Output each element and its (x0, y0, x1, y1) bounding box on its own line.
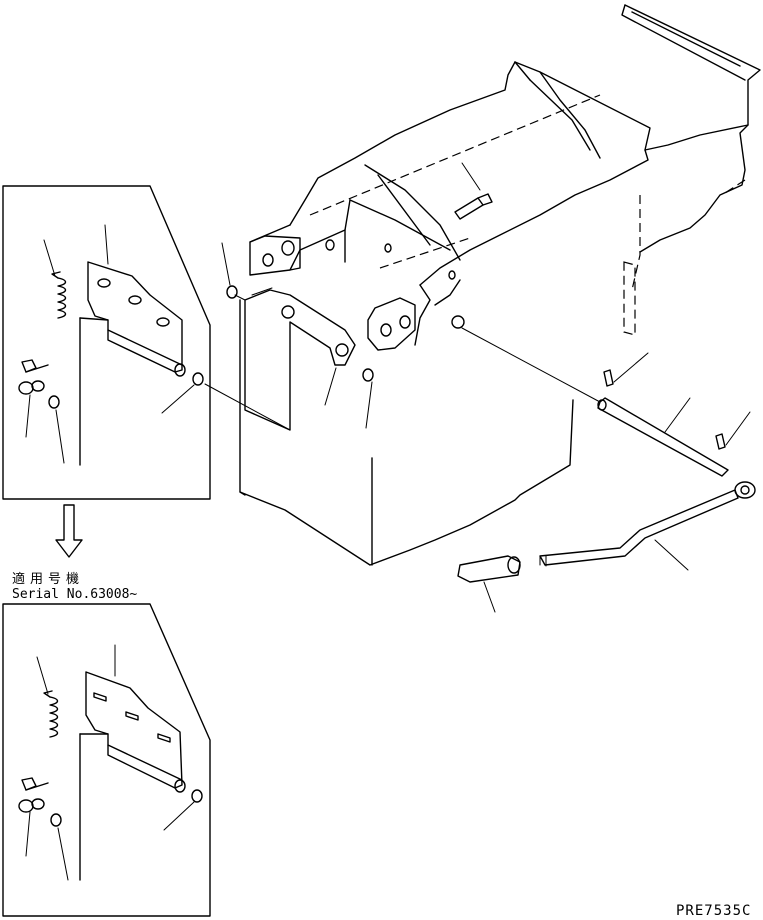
bolt (454, 162, 493, 220)
main-frame (239, 4, 761, 566)
spring (43, 239, 67, 319)
bolt (18, 777, 49, 857)
down-arrow-icon (55, 504, 83, 558)
washer (221, 242, 238, 299)
detail-inset-top (2, 185, 211, 500)
pin (603, 352, 649, 387)
applicable-serial-note: Serial No.63008~ (12, 587, 138, 602)
nut (362, 368, 374, 429)
pin (715, 411, 751, 450)
spring (36, 656, 59, 738)
drawing-code: PRE7535C (676, 903, 752, 919)
knob (457, 555, 521, 613)
bracket (244, 287, 356, 431)
shaft (461, 327, 729, 477)
lever (539, 481, 756, 571)
bolt (18, 359, 49, 438)
hinge-plate (87, 224, 186, 377)
applicable-serial-note-japanese: 適用号機 (12, 572, 85, 587)
hinge-plate (85, 644, 186, 793)
detail-inset-bottom (2, 603, 211, 917)
